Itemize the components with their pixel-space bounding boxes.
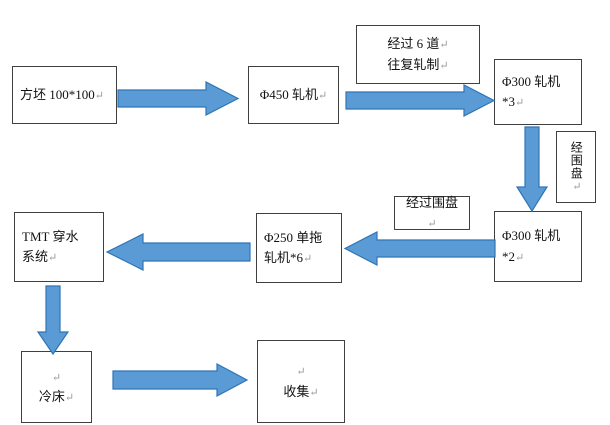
arrow-mill300x3-to-mill300x2	[515, 126, 549, 213]
left-arrow-icon	[343, 231, 496, 266]
node-mill300-x2[interactable]: Φ300 轧机 *2↵	[494, 211, 582, 282]
pilcrow-mark: ↵	[439, 59, 449, 72]
right-arrow-icon	[112, 363, 249, 397]
node-collection[interactable]: ↵ 收集↵	[257, 340, 345, 423]
node-note-loop[interactable]: 经过围盘 ↵	[394, 194, 470, 230]
pilcrow-mark: ↵	[318, 89, 328, 102]
node-tmt-water-system-line2: 系统	[22, 249, 49, 264]
left-arrow-icon	[105, 233, 251, 271]
arrow-mill300x2-to-mill250	[343, 231, 496, 266]
node-mill250-x6-line2: 轧机*6	[264, 250, 304, 265]
node-billet[interactable]: 方坯 100*100↵	[12, 66, 117, 124]
node-cooling-bed[interactable]: ↵ 冷床↵	[21, 351, 92, 423]
arrow-mill250-to-tmt	[105, 233, 251, 271]
node-mill300-x2-line2: *2	[502, 248, 515, 264]
down-arrow-icon	[36, 285, 70, 356]
node-mill250-x6-line1: Φ250 单拖	[264, 229, 323, 245]
pilcrow-mark: ↵	[515, 251, 525, 264]
node-mill300-x2-line1: Φ300 轧机	[502, 228, 561, 244]
node-collection-line1: 收集	[283, 383, 310, 399]
pilcrow-mark: ↵	[427, 218, 437, 230]
node-mill300-x3[interactable]: Φ300 轧机 *3↵	[494, 59, 582, 125]
node-note-loop-vertical[interactable]: 经围盘↵	[556, 131, 596, 203]
node-note-six-pass[interactable]: 经过 6 道↵ 往复轧制↵	[356, 25, 480, 84]
pilcrow-mark: ↵	[51, 371, 62, 384]
node-note-six-pass-line1: 经过 6 道	[387, 36, 440, 52]
right-arrow-icon	[117, 81, 240, 116]
right-arrow-icon	[345, 84, 496, 117]
node-mill300-x3-line2: *3	[502, 94, 515, 109]
node-tmt-water-system-line1: TMT 穿水	[22, 228, 79, 244]
node-mill250-x6[interactable]: Φ250 单拖 轧机*6↵	[256, 213, 342, 283]
node-billet-line1: 方坯 100*100	[20, 86, 95, 102]
node-mill300-x3-line1: Φ300 轧机	[502, 73, 561, 89]
pilcrow-mark: ↵	[439, 39, 449, 52]
arrow-tmt-to-cooling-bed	[36, 285, 70, 356]
arrow-cooling-bed-to-collection	[112, 363, 249, 397]
pilcrow-mark: ↵	[64, 392, 75, 404]
node-note-six-pass-line2: 往复轧制	[387, 56, 440, 72]
pilcrow-mark: ↵	[48, 252, 58, 264]
node-note-loop-line1: 经过围盘	[405, 194, 458, 210]
node-tmt-water-system[interactable]: TMT 穿水 系统↵	[14, 212, 104, 282]
node-cooling-bed-line1: 冷床	[38, 389, 65, 404]
pilcrow-mark: ↵	[309, 386, 319, 399]
pilcrow-mark: ↵	[303, 253, 313, 265]
pilcrow-mark: ↵	[570, 179, 583, 194]
pilcrow-mark: ↵	[296, 366, 306, 379]
pilcrow-mark: ↵	[515, 97, 525, 109]
arrow-billet-to-mill450	[117, 81, 240, 116]
node-mill450-line1: Φ450 轧机	[259, 86, 319, 102]
node-mill450[interactable]: Φ450 轧机↵	[248, 66, 339, 124]
node-note-loop-vertical-line1: 经围盘	[569, 140, 584, 180]
down-arrow-icon	[515, 126, 549, 213]
pilcrow-mark: ↵	[94, 89, 104, 102]
arrow-mill450-to-mill300x3	[345, 84, 496, 117]
